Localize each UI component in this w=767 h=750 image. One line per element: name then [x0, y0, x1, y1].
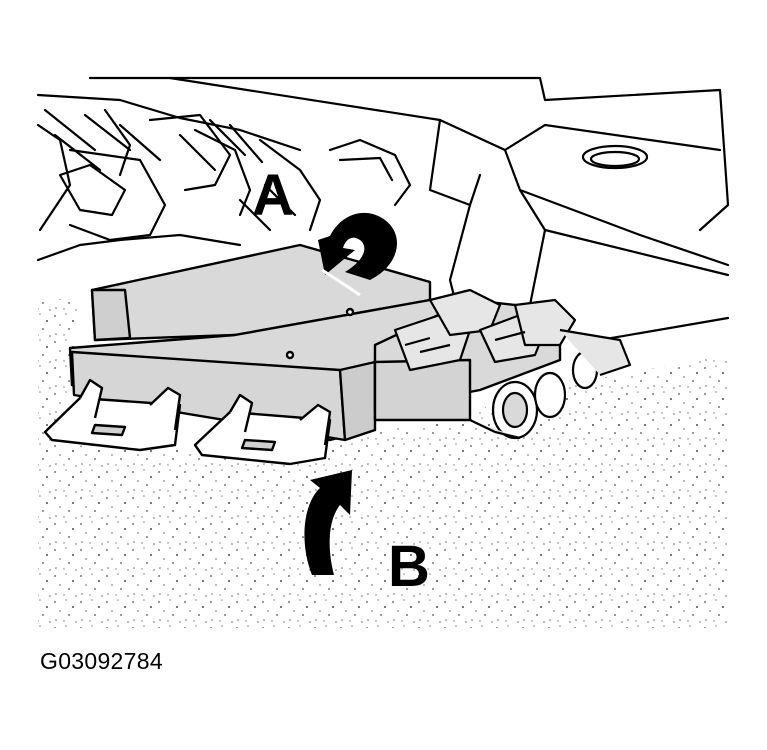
- callout-a: A: [252, 163, 294, 228]
- mounting-brackets: [43, 378, 332, 466]
- callout-b: B: [388, 534, 430, 599]
- figure-id: G03092784: [40, 648, 163, 674]
- arrow-a: [318, 212, 397, 297]
- floor-carpet: [38, 298, 728, 628]
- background-structure: [36, 76, 730, 342]
- arrow-b: [304, 470, 352, 575]
- harness-connectors: [393, 288, 632, 440]
